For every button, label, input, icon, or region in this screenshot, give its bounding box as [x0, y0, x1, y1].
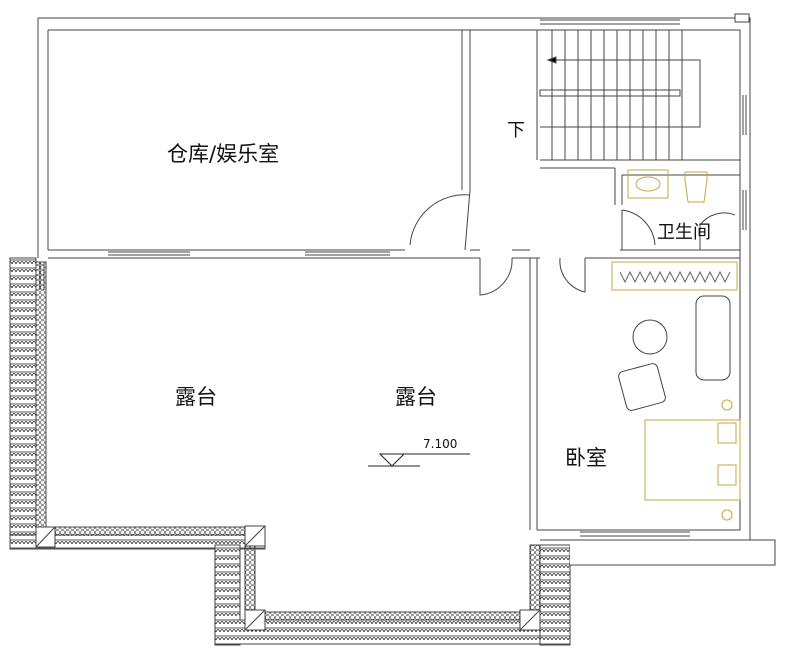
bedroom-furniture	[618, 295, 731, 411]
room-label-storage: 仓库/娱乐室	[167, 142, 280, 166]
room-label-bedroom: 卧室	[565, 446, 607, 470]
walls	[37, 13, 776, 566]
doors	[409, 189, 736, 296]
roof-tile-border	[9, 257, 571, 646]
windows	[39, 19, 747, 537]
staircase	[536, 30, 701, 160]
room-label-terrace-right: 露台	[395, 385, 437, 409]
room-label-bathroom: 卫生间	[657, 222, 711, 243]
elevation-marker	[368, 453, 470, 467]
stairs-down-label: 下	[507, 120, 525, 141]
elevation-value: 7.100	[423, 437, 458, 451]
fixtures	[611, 169, 741, 521]
room-label-terrace-left: 露台	[175, 385, 217, 409]
